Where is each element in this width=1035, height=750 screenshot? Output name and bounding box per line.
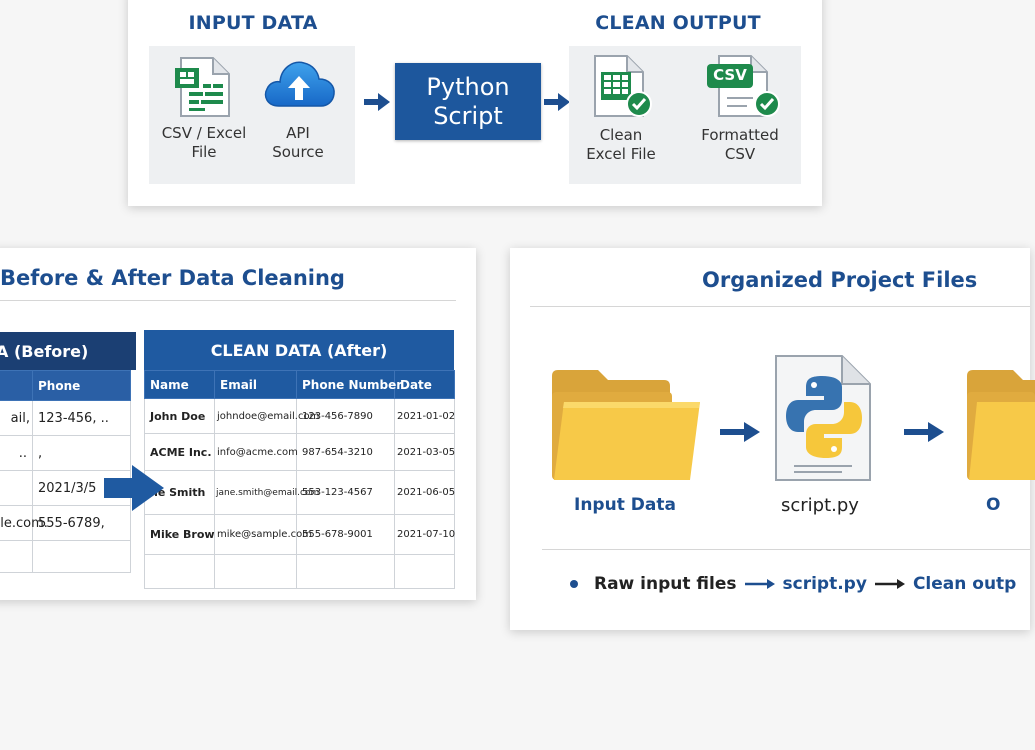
workflow-summary: Raw input files script.py Clean outp bbox=[570, 574, 1016, 594]
project-files-title: Organized Project Files bbox=[702, 268, 978, 292]
arrow-right-icon bbox=[744, 579, 775, 589]
input-data-title: INPUT DATA bbox=[188, 12, 318, 34]
column-header: Phone bbox=[32, 370, 131, 401]
before-after-title: Before & After Data Cleaning bbox=[0, 266, 345, 290]
excel-check-icon bbox=[594, 55, 652, 117]
table-row: ACME Inc. info@acme.com 987-654-3210 202… bbox=[144, 433, 455, 471]
divider bbox=[0, 300, 456, 301]
folder-icon bbox=[967, 370, 1035, 480]
formatted-csv-label: Formatted CSV bbox=[701, 126, 779, 163]
pipeline-card: INPUT DATA CLEAN OUTPUT bbox=[128, 0, 822, 206]
input-data-label: Input Data bbox=[574, 495, 676, 515]
column-header: Date bbox=[394, 370, 455, 399]
table-row: .. , bbox=[0, 435, 131, 471]
table-row: Mike Brow mike@sample.com 555-678-9001 2… bbox=[144, 514, 455, 555]
after-table-header: CLEAN DATA (After) bbox=[144, 330, 454, 370]
table-row: ple.com. 555-6789, bbox=[0, 505, 131, 541]
output-panel: CSV Clean Excel File Formatted CSV bbox=[569, 46, 801, 184]
column-header bbox=[0, 370, 33, 401]
table-row: ne Smith jane.smith@email.com 553-123-45… bbox=[144, 470, 455, 515]
arrow-right-icon bbox=[364, 93, 390, 111]
project-files-card: Organized Project Files Input Data scrip… bbox=[510, 248, 1035, 630]
table-row bbox=[144, 554, 455, 589]
table-row: John Doe johndoe@email.com 123-456-7890 … bbox=[144, 398, 455, 434]
script-py-label: script.py bbox=[781, 495, 859, 516]
output-label: O bbox=[986, 495, 1001, 515]
after-table: Name Email Phone Number Date John Doe jo… bbox=[144, 370, 455, 589]
clean-output-title: CLEAN OUTPUT bbox=[595, 12, 761, 34]
api-source-label: API Source bbox=[272, 124, 324, 161]
table-row: 2021/3/5 bbox=[0, 470, 131, 506]
divider bbox=[530, 306, 1030, 307]
python-file-icon bbox=[775, 355, 871, 481]
arrow-right-icon bbox=[904, 422, 944, 442]
clean-output-text: Clean outp bbox=[912, 574, 1017, 594]
arrow-right-icon bbox=[544, 93, 570, 111]
divider bbox=[542, 549, 1030, 550]
bullet bbox=[570, 580, 578, 588]
column-header: Name bbox=[144, 370, 215, 399]
raw-input-files-text: Raw input files bbox=[594, 574, 737, 594]
csv-check-icon bbox=[707, 55, 780, 117]
arrow-right-icon bbox=[874, 579, 905, 589]
before-table-header: A (Before) bbox=[0, 332, 136, 370]
big-arrow-right-icon bbox=[104, 465, 164, 511]
table-row bbox=[0, 540, 131, 573]
csv-badge-text: CSV bbox=[713, 66, 747, 84]
arrow-right-icon bbox=[720, 422, 760, 442]
table-row: ail, 123-456, .. bbox=[0, 400, 131, 436]
column-header: Email bbox=[214, 370, 297, 399]
folder-icon bbox=[552, 370, 700, 480]
before-table: Phone ail, 123-456, .. .. , 2021/3/5 ple… bbox=[0, 370, 131, 573]
spreadsheet-file-icon bbox=[175, 57, 230, 117]
clean-excel-label: Clean Excel File bbox=[586, 126, 656, 163]
input-panel: CSV / Excel File API Source bbox=[149, 46, 355, 184]
csv-excel-label: CSV / Excel File bbox=[161, 124, 247, 161]
column-header: Phone Number bbox=[296, 370, 402, 399]
cloud-upload-icon bbox=[264, 61, 335, 107]
script-py-text: script.py bbox=[782, 574, 867, 594]
before-after-card: Before & After Data Cleaning A (Before) … bbox=[0, 248, 476, 600]
